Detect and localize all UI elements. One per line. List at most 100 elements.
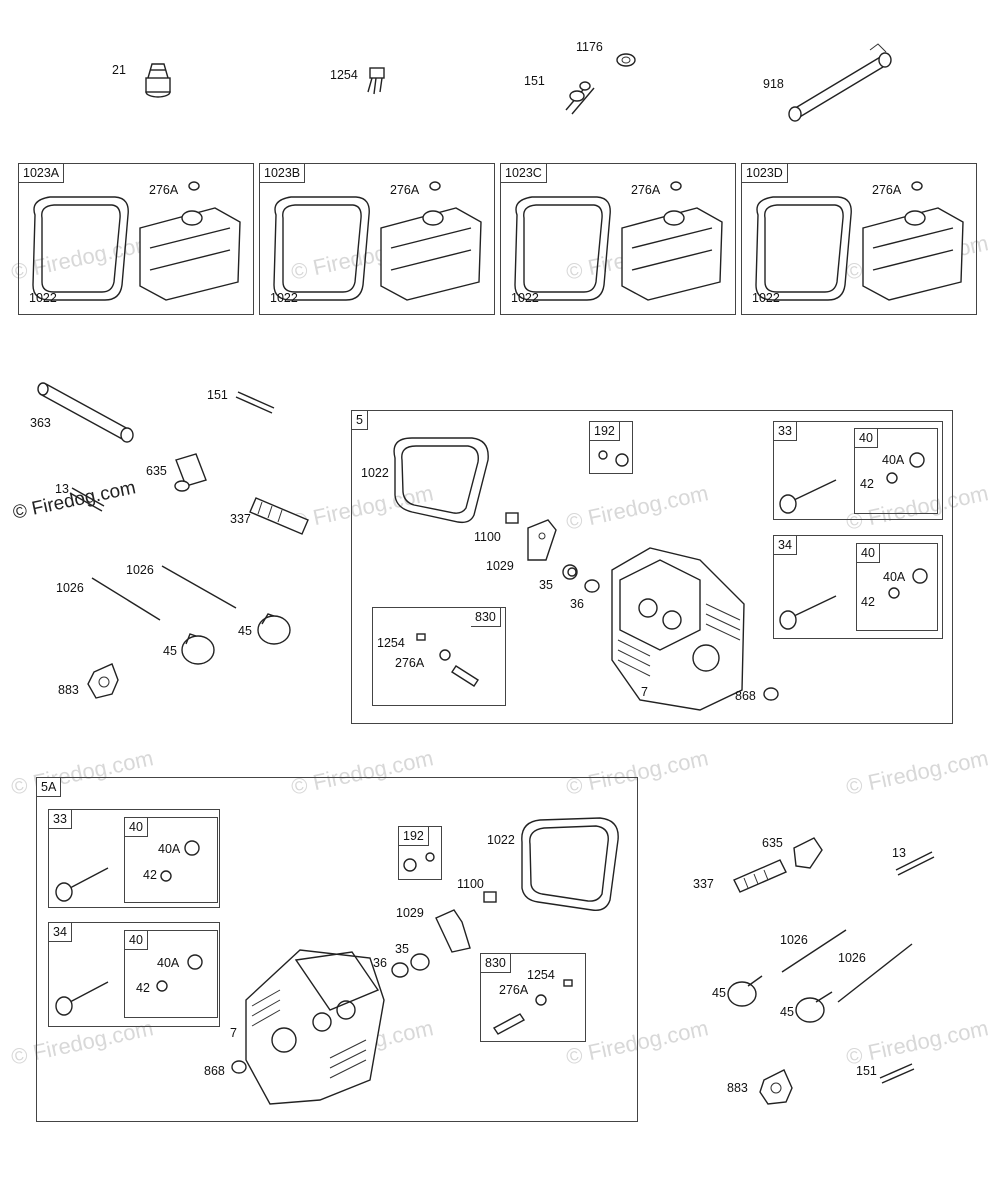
seal-icon (231, 1060, 247, 1074)
seal-icon (763, 687, 779, 701)
stud-icon (879, 1063, 915, 1084)
part-label: 1022 (511, 291, 539, 305)
rocker-arm-icon (505, 512, 557, 561)
valve-kit-33: 33 40 40A 42 (773, 421, 943, 520)
part-label: 7 (641, 685, 648, 699)
part-label: 337 (693, 877, 714, 891)
kit-192-icons (598, 450, 629, 467)
kit-number: 1023D (742, 164, 788, 183)
kit-number: 1023A (19, 164, 65, 183)
part-label: 45 (712, 986, 726, 1000)
part-label: 918 (763, 77, 784, 91)
part-label: 42 (136, 981, 150, 995)
part-label: 151 (524, 74, 545, 88)
valve-icon (55, 840, 203, 1016)
part-label: 1022 (29, 291, 57, 305)
part-label: 1022 (752, 291, 780, 305)
part-label: 36 (373, 956, 387, 970)
spark-plug-icon (249, 497, 309, 535)
part-label: 276A (499, 983, 529, 997)
retainer-kit-40: 40 40A 42 (854, 428, 938, 514)
part-label: 1176 (576, 40, 603, 54)
part-label: 337 (230, 512, 251, 526)
part-label: 151 (856, 1064, 877, 1078)
valve-lifter-icon (181, 613, 291, 665)
oil-fill-cap-icon (145, 63, 171, 98)
stud-icon (235, 391, 275, 414)
push-rod-icon (91, 565, 237, 621)
kit-number: 40 (125, 931, 148, 950)
kit-number: 830 (481, 954, 511, 973)
valve-cover-gasket-icon (521, 817, 619, 911)
part-label: 151 (207, 388, 228, 402)
part-label: 45 (238, 624, 252, 638)
valve-cover-kit-1023d: 1023D 276A 1022 (741, 163, 977, 315)
kit-number: 40 (857, 544, 880, 563)
part-label: 1026 (780, 933, 808, 947)
kit-number: 40 (125, 818, 148, 837)
part-label: 883 (58, 683, 79, 697)
breather-tube-icon (788, 43, 892, 122)
kit-number: 34 (774, 536, 797, 555)
part-label: 1254 (377, 636, 405, 650)
cylinder-head-icon (611, 547, 745, 711)
part-label: 1100 (457, 877, 484, 891)
part-label: 7 (230, 1026, 237, 1040)
part-label: 1022 (487, 833, 515, 847)
part-label: 276A (395, 656, 425, 670)
breather-fitting-icon (565, 81, 595, 115)
valve-cover-kit-1023b: 1023B 276A 1022 (259, 163, 495, 315)
gasket-icon (87, 663, 119, 699)
cylinder-head-icon (245, 949, 385, 1105)
valve-lifter-icon (727, 975, 833, 1023)
part-label: 40A (883, 570, 906, 584)
valve-spring-icon (562, 564, 600, 593)
screw-kit-830: 830 1254 276A (480, 953, 586, 1042)
part-label: 1026 (126, 563, 154, 577)
part-label: 1254 (330, 68, 358, 82)
part-label: 1022 (361, 466, 389, 480)
part-label: 42 (860, 477, 874, 491)
screw-icon (367, 67, 385, 95)
kit-830-icons (492, 979, 573, 1035)
kit-number: 34 (49, 923, 72, 942)
valve-cover-kit-a-drawing (32, 181, 241, 301)
part-label: 276A (631, 183, 661, 197)
kit-number: 5A (37, 778, 62, 797)
part-label: 45 (163, 644, 177, 658)
cylinder-head-assembly-5a: 5A 1022 1100 1029 35 36 7 868 192 830 12… (36, 777, 638, 1122)
stud-icon (69, 487, 105, 512)
kit-number: 192 (399, 827, 429, 846)
rocker-arm-icon (435, 891, 497, 953)
valve-kit-34: 34 40 40A 42 (773, 535, 943, 639)
retainer-kit-40: 40 40A 42 (124, 930, 218, 1018)
kit-number: 192 (590, 422, 620, 441)
retainer-kit-40: 40 40A 42 (856, 543, 938, 631)
part-label: 13 (892, 846, 906, 860)
part-label: 276A (149, 183, 179, 197)
part-label: 635 (762, 836, 783, 850)
part-label: 40A (158, 842, 181, 856)
gasket-kit-192: 192 (398, 826, 442, 880)
part-label: 868 (204, 1064, 225, 1078)
part-label: 868 (735, 689, 756, 703)
part-label: 40A (157, 956, 180, 970)
stud-icon (895, 851, 935, 876)
kit-number: 40 (855, 429, 878, 448)
part-label: 21 (112, 63, 126, 77)
part-label: 883 (727, 1081, 748, 1095)
kit-number: 33 (774, 422, 797, 441)
spark-plug-boot-icon (793, 837, 823, 869)
kit-number: 830 (471, 608, 501, 627)
part-label: 1026 (838, 951, 866, 965)
part-label: 42 (861, 595, 875, 609)
kit-number: 1023C (501, 164, 547, 183)
valve-kit-34: 34 40 40A 42 (48, 922, 220, 1027)
part-label: 35 (539, 578, 553, 592)
valve-kit-33: 33 40 40A 42 (48, 809, 220, 908)
spark-plug-boot-icon (174, 453, 207, 492)
part-label: 1026 (56, 581, 84, 595)
part-label: 276A (872, 183, 902, 197)
gasket-icon (759, 1069, 793, 1105)
